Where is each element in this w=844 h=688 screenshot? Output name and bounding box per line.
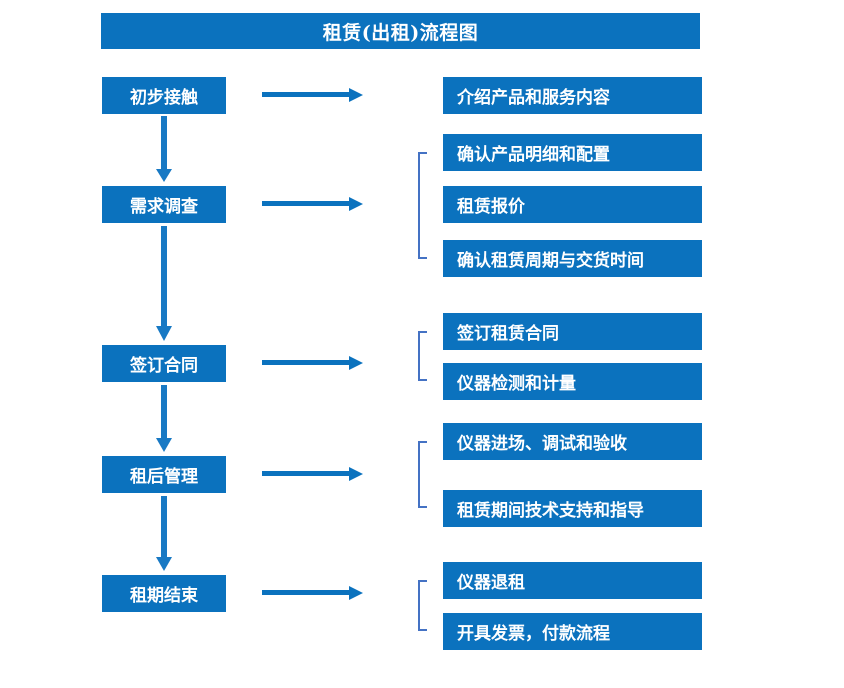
stage-box-2[interactable]: 需求调查 xyxy=(102,186,226,223)
detail-box-3-label: 租赁报价 xyxy=(457,197,525,217)
stage-box-5-label: 租期结束 xyxy=(130,586,198,606)
detail-box-6[interactable]: 仪器检测和计量 xyxy=(443,363,702,400)
stage-box-1[interactable]: 初步接触 xyxy=(102,77,226,114)
detail-box-2-label: 确认产品明细和配置 xyxy=(457,145,610,165)
detail-box-7[interactable]: 仪器进场、调试和验收 xyxy=(443,423,702,460)
stage-box-1-label: 初步接触 xyxy=(130,88,198,108)
detail-box-9-label: 仪器退租 xyxy=(457,573,525,593)
arrow-right-icon-4 xyxy=(262,467,363,481)
arrow-down-icon-4 xyxy=(156,496,172,571)
arrow-right-icon-2 xyxy=(262,197,363,211)
detail-box-5-label: 签订租赁合同 xyxy=(457,324,559,344)
stage-box-2-label: 需求调查 xyxy=(130,197,198,217)
detail-box-10[interactable]: 开具发票，付款流程 xyxy=(443,613,702,650)
detail-box-8[interactable]: 租赁期间技术支持和指导 xyxy=(443,490,702,527)
stage-box-4-label: 租后管理 xyxy=(130,467,198,487)
arrow-right-icon-3 xyxy=(262,356,363,370)
bracket-group-endlease xyxy=(418,580,427,631)
page-title: 租赁(出租)流程图 xyxy=(322,21,479,44)
detail-box-3[interactable]: 租赁报价 xyxy=(443,186,702,223)
detail-box-4[interactable]: 确认租赁周期与交货时间 xyxy=(443,240,702,277)
detail-box-4-label: 确认租赁周期与交货时间 xyxy=(457,251,644,271)
stage-box-3[interactable]: 签订合同 xyxy=(102,345,226,382)
bracket-group-contract xyxy=(418,331,427,381)
arrow-down-icon-3 xyxy=(156,385,172,452)
chart-title-banner: 租赁(出租)流程图 xyxy=(101,13,700,49)
detail-box-1-label: 介绍产品和服务内容 xyxy=(457,88,610,108)
detail-box-1[interactable]: 介绍产品和服务内容 xyxy=(443,77,702,114)
arrow-down-icon-2 xyxy=(156,226,172,341)
detail-box-5[interactable]: 签订租赁合同 xyxy=(443,313,702,350)
detail-box-9[interactable]: 仪器退租 xyxy=(443,562,702,599)
stage-box-4[interactable]: 租后管理 xyxy=(102,456,226,493)
bracket-group-requirements xyxy=(418,152,427,259)
detail-box-10-label: 开具发票，付款流程 xyxy=(457,624,610,644)
bracket-group-management xyxy=(418,441,427,508)
detail-box-6-label: 仪器检测和计量 xyxy=(457,374,576,394)
arrow-down-icon-1 xyxy=(156,116,172,182)
detail-box-8-label: 租赁期间技术支持和指导 xyxy=(457,501,644,521)
detail-box-7-label: 仪器进场、调试和验收 xyxy=(457,434,627,454)
stage-box-5[interactable]: 租期结束 xyxy=(102,575,226,612)
arrow-right-icon-1 xyxy=(262,88,363,102)
stage-box-3-label: 签订合同 xyxy=(130,356,198,376)
detail-box-2[interactable]: 确认产品明细和配置 xyxy=(443,134,702,171)
arrow-right-icon-5 xyxy=(262,586,363,600)
